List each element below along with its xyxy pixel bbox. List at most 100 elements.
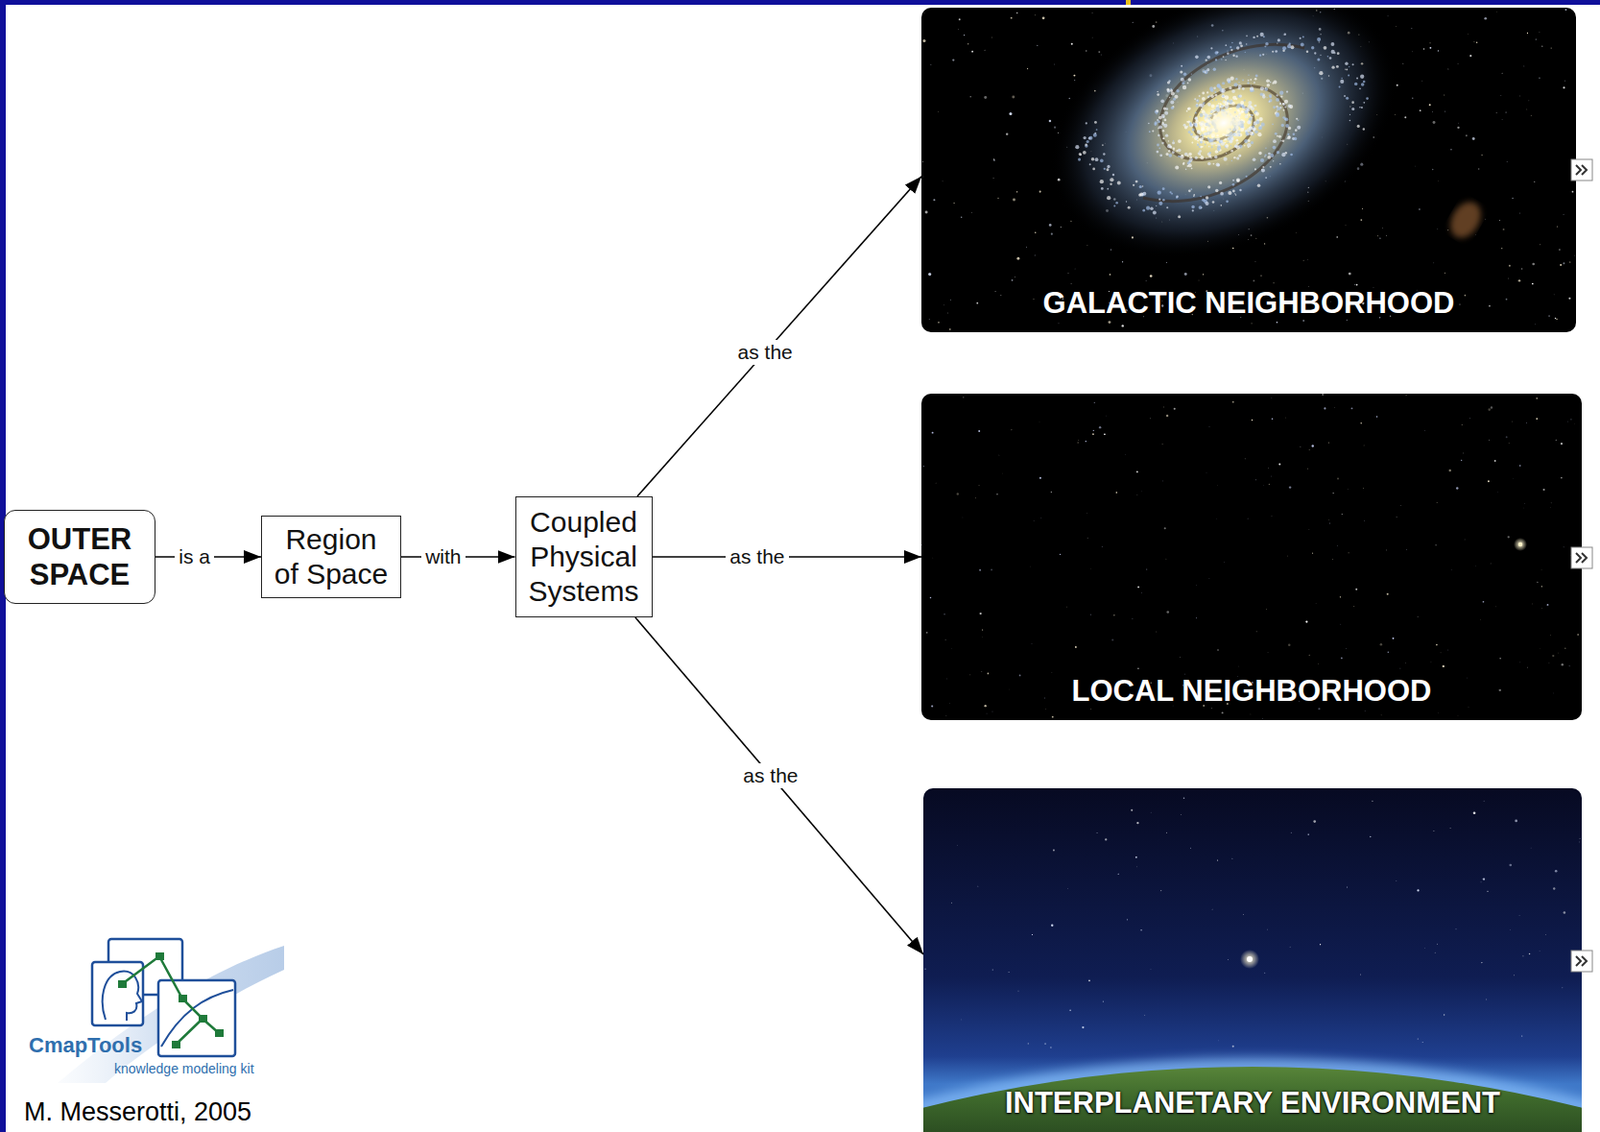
galaxy-picture [921, 7, 1577, 333]
arm-star [1265, 78, 1270, 83]
arm-star [1227, 80, 1230, 83]
star [1353, 605, 1355, 607]
star [1336, 544, 1338, 547]
arm-star [1268, 98, 1272, 102]
star [1417, 1037, 1419, 1039]
arm-star [1282, 102, 1286, 106]
star [1385, 235, 1388, 238]
star [1328, 441, 1330, 443]
star [1562, 546, 1565, 549]
arm-star [1253, 81, 1256, 84]
arm-star [1235, 54, 1238, 57]
star [1527, 666, 1529, 669]
arm-star [1078, 152, 1082, 156]
star [1570, 418, 1572, 420]
star [1393, 113, 1396, 116]
star [1382, 227, 1385, 230]
star [1456, 62, 1459, 65]
arm-star [1181, 81, 1185, 85]
arm-star [1354, 82, 1358, 86]
star [1145, 280, 1147, 283]
arm-star [1204, 71, 1207, 73]
star [1508, 264, 1511, 267]
star [1029, 565, 1032, 568]
arm-star [1113, 204, 1116, 207]
star [1562, 262, 1565, 264]
arm-star [1217, 148, 1220, 151]
star [1423, 47, 1426, 50]
arm-star [1155, 205, 1157, 207]
arm-star [1168, 79, 1171, 82]
star [1161, 443, 1164, 446]
arm-star [1109, 177, 1114, 182]
arm-star [1194, 156, 1198, 160]
arm-star [1149, 206, 1154, 211]
arm-star [1239, 155, 1241, 157]
arm-star [1265, 147, 1266, 149]
star [1307, 258, 1310, 261]
star [991, 710, 994, 713]
star [1289, 485, 1291, 488]
arm-star [1252, 36, 1255, 39]
star [1135, 856, 1138, 859]
arm-star [1172, 149, 1174, 151]
arm-star [1159, 153, 1163, 157]
arm-star [1200, 108, 1203, 111]
arm-star [1091, 157, 1096, 162]
star [925, 210, 929, 214]
star [1211, 907, 1214, 910]
arm-star [1234, 145, 1237, 148]
arm-star [1177, 139, 1182, 144]
star [1432, 111, 1434, 114]
arm-star [1210, 94, 1215, 98]
arm-star [1196, 143, 1200, 147]
star [1189, 846, 1192, 849]
arm-star [1156, 143, 1160, 147]
arm-star [1265, 96, 1267, 98]
star [1447, 68, 1450, 71]
star [979, 569, 981, 572]
star [1422, 1041, 1424, 1043]
star [1348, 272, 1352, 276]
star [1001, 472, 1003, 475]
arm-star [1266, 155, 1271, 160]
star [1264, 972, 1266, 974]
star [1308, 528, 1311, 531]
arm-star [1212, 99, 1214, 101]
arm-star [1088, 136, 1093, 141]
star [1540, 569, 1543, 572]
star [1118, 873, 1120, 875]
arm-star [1264, 45, 1266, 48]
link-label: as the [739, 763, 802, 788]
star [1034, 14, 1037, 17]
star [1032, 298, 1035, 301]
star [1019, 674, 1022, 677]
star [1507, 535, 1510, 538]
star [1010, 429, 1013, 431]
arm-star [1142, 209, 1146, 213]
arm-star [1252, 126, 1256, 130]
star [1519, 661, 1522, 664]
star [1552, 654, 1554, 657]
star [1098, 426, 1101, 429]
arm-star [1237, 179, 1241, 183]
star [928, 272, 932, 276]
star [1354, 283, 1357, 286]
arm-star [1146, 206, 1150, 211]
star [1480, 961, 1482, 963]
star [1450, 569, 1453, 572]
arm-star [1115, 201, 1119, 205]
star [1333, 406, 1336, 409]
arm-star [1162, 137, 1165, 140]
arm-star [1175, 89, 1179, 93]
arm-star [1228, 86, 1232, 90]
star [969, 673, 971, 675]
frame-mark [1125, 0, 1131, 5]
star [934, 481, 937, 484]
star [1087, 537, 1089, 539]
arm-star [1220, 90, 1224, 94]
arm-star [1282, 46, 1287, 50]
star [1109, 273, 1112, 276]
star [1404, 116, 1407, 119]
star [990, 569, 993, 572]
